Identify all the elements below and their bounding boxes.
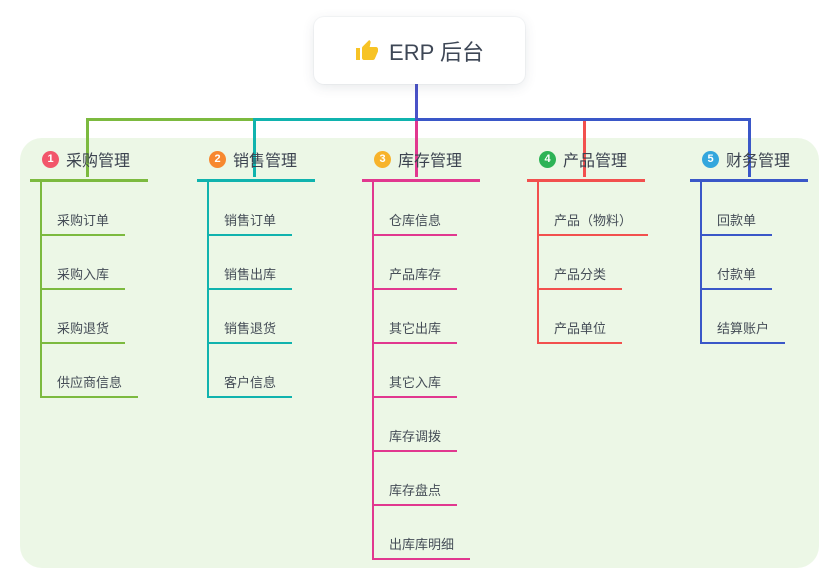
branch-product: 4 产品管理 产品（物料） 产品分类 产品单位 bbox=[527, 147, 649, 344]
connector-branch-2-drop bbox=[253, 118, 256, 177]
branch-number-badge: 4 bbox=[539, 150, 556, 168]
child-node-label: 销售出库 bbox=[224, 267, 277, 282]
connector-branch-1-horizontal bbox=[86, 118, 256, 121]
connector-branch-5-drop bbox=[748, 118, 751, 177]
branch-topic-label: 产品管理 bbox=[563, 153, 628, 170]
branch-topic-product[interactable]: 4 产品管理 bbox=[527, 147, 646, 182]
child-node[interactable]: 其它入库 bbox=[374, 344, 458, 398]
root-node-label: ERP 后台 bbox=[389, 39, 484, 65]
branch-number-badge: 3 bbox=[374, 150, 391, 168]
child-node-label: 产品（物料） bbox=[554, 213, 633, 228]
branch-children: 产品（物料） 产品分类 产品单位 bbox=[537, 182, 649, 344]
child-node[interactable]: 结算账户 bbox=[702, 290, 786, 344]
child-node[interactable]: 产品库存 bbox=[374, 236, 458, 290]
child-node[interactable]: 供应商信息 bbox=[42, 344, 139, 398]
child-node-label: 仓库信息 bbox=[389, 213, 442, 228]
child-node-label: 回款单 bbox=[717, 213, 757, 228]
branch-topic-sales[interactable]: 2 销售管理 bbox=[197, 147, 316, 182]
child-node[interactable]: 产品单位 bbox=[539, 290, 623, 344]
thumbs-up-icon bbox=[356, 39, 379, 60]
child-node-label: 产品分类 bbox=[554, 267, 607, 282]
branch-topic-label: 库存管理 bbox=[398, 153, 463, 170]
child-node-label: 客户信息 bbox=[224, 375, 277, 390]
branch-topic-inventory[interactable]: 3 库存管理 bbox=[362, 147, 481, 182]
child-node[interactable]: 仓库信息 bbox=[374, 182, 458, 236]
child-node[interactable]: 其它出库 bbox=[374, 290, 458, 344]
branch-finance: 5 财务管理 回款单 付款单 结算账户 bbox=[690, 147, 809, 344]
child-node[interactable]: 库存盘点 bbox=[374, 452, 458, 506]
child-node-label: 库存盘点 bbox=[389, 483, 442, 498]
branch-inventory: 3 库存管理 仓库信息 产品库存 其它出库 其它入库 库存调拨 库存盘点 出库库… bbox=[362, 147, 481, 560]
branch-children: 销售订单 销售出库 销售退货 客户信息 bbox=[207, 182, 315, 398]
child-node[interactable]: 采购订单 bbox=[42, 182, 126, 236]
child-node-label: 出库库明细 bbox=[389, 537, 455, 552]
connector-branch-4-drop bbox=[583, 121, 586, 177]
connector-root-drop bbox=[415, 84, 418, 121]
branch-children: 采购订单 采购入库 采购退货 供应商信息 bbox=[40, 182, 148, 398]
child-node[interactable]: 库存调拨 bbox=[374, 398, 458, 452]
connector-branch-3-drop bbox=[415, 121, 418, 177]
connector-branch-5-horizontal bbox=[415, 118, 751, 121]
branch-purchase: 1 采购管理 采购订单 采购入库 采购退货 供应商信息 bbox=[30, 147, 149, 398]
child-node-label: 其它出库 bbox=[389, 321, 442, 336]
child-node[interactable]: 产品（物料） bbox=[539, 182, 649, 236]
branch-topic-label: 销售管理 bbox=[233, 153, 298, 170]
connector-branch-1-drop bbox=[86, 118, 89, 177]
branch-sales: 2 销售管理 销售订单 销售出库 销售退货 客户信息 bbox=[197, 147, 316, 398]
child-node-label: 库存调拨 bbox=[389, 429, 442, 444]
branch-children: 仓库信息 产品库存 其它出库 其它入库 库存调拨 库存盘点 出库库明细 bbox=[372, 182, 480, 560]
root-node[interactable]: ERP 后台 bbox=[314, 17, 525, 84]
child-node-label: 付款单 bbox=[717, 267, 757, 282]
child-node[interactable]: 采购入库 bbox=[42, 236, 126, 290]
child-node-label: 其它入库 bbox=[389, 375, 442, 390]
branch-topic-finance[interactable]: 5 财务管理 bbox=[690, 147, 809, 182]
child-node-label: 供应商信息 bbox=[57, 375, 123, 390]
child-node[interactable]: 付款单 bbox=[702, 236, 773, 290]
child-node[interactable]: 采购退货 bbox=[42, 290, 126, 344]
branch-topic-purchase[interactable]: 1 采购管理 bbox=[30, 147, 149, 182]
child-node[interactable]: 销售订单 bbox=[209, 182, 293, 236]
branch-topic-label: 财务管理 bbox=[726, 153, 791, 170]
branch-number-badge: 1 bbox=[42, 150, 59, 168]
mindmap-canvas bbox=[20, 138, 819, 568]
branch-topic-label: 采购管理 bbox=[66, 153, 131, 170]
child-node[interactable]: 产品分类 bbox=[539, 236, 623, 290]
child-node[interactable]: 销售出库 bbox=[209, 236, 293, 290]
child-node-label: 采购订单 bbox=[57, 213, 110, 228]
child-node-label: 销售退货 bbox=[224, 321, 277, 336]
child-node[interactable]: 回款单 bbox=[702, 182, 773, 236]
child-node-label: 采购退货 bbox=[57, 321, 110, 336]
child-node-label: 销售订单 bbox=[224, 213, 277, 228]
child-node-label: 产品单位 bbox=[554, 321, 607, 336]
child-node-label: 产品库存 bbox=[389, 267, 442, 282]
child-node-label: 采购入库 bbox=[57, 267, 110, 282]
child-node[interactable]: 客户信息 bbox=[209, 344, 293, 398]
branch-number-badge: 5 bbox=[702, 150, 719, 168]
branch-number-badge: 2 bbox=[209, 150, 226, 168]
child-node[interactable]: 销售退货 bbox=[209, 290, 293, 344]
child-node[interactable]: 出库库明细 bbox=[374, 506, 471, 560]
branch-children: 回款单 付款单 结算账户 bbox=[700, 182, 808, 344]
connector-branch-2-horizontal bbox=[253, 118, 419, 121]
child-node-label: 结算账户 bbox=[717, 321, 770, 336]
